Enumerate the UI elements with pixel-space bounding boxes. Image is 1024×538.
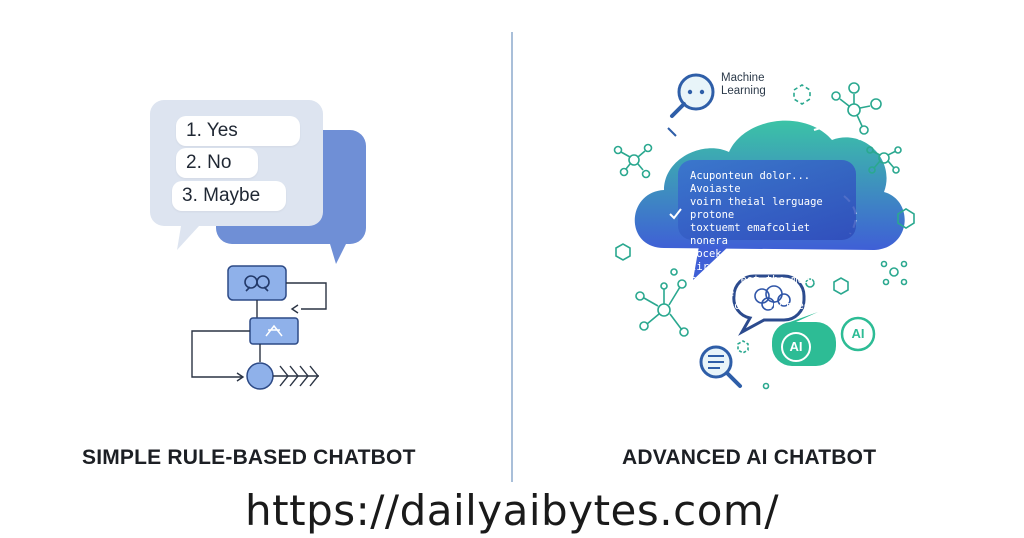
network-node-icons [613,82,908,337]
hexagon-icons [615,84,915,390]
option-no-pill: 2. No [176,148,258,178]
machine-learning-label: Machine Learning [721,72,766,97]
option-yes-pill: 1. Yes [176,116,300,146]
process-icon [265,324,283,337]
brain-speech-bubble [732,274,806,336]
ai-outline-badge [840,316,876,352]
checkmark-icon [669,208,682,220]
advanced-ai-panel: Machine Learning Acuponteun dolor... Avo… [514,0,1024,538]
bot-magnifier-icon [677,73,715,111]
flow-end-node [246,362,274,390]
flow-branch-arrows [273,365,319,387]
cloud-text-panel [678,160,856,240]
option-maybe-label: 3. Maybe [182,185,261,206]
option-yes-label: 1. Yes [186,120,238,141]
option-no-label: 2. No [186,152,232,173]
rule-based-caption: SIMPLE RULE-BASED CHATBOT [82,446,416,469]
ai-speech-bubble [771,312,836,366]
cloud-text: Acuponteun dolor... Avoiaste voirn theia… [690,170,823,325]
cloud-tail [693,246,729,280]
flow-loop-arrow [286,282,327,310]
brain-icon [754,285,791,311]
rule-based-panel: 1. Yes 2. No 3. Maybe SIMPLE RULE-BASED … [0,0,510,538]
flow-box-middle [249,317,299,345]
ai-badge-green-label: AI [789,339,803,354]
ai-badge-outline-label: AI [851,326,865,341]
ai-illustration [613,73,915,390]
option-maybe-pill: 3. Maybe [172,181,286,211]
center-divider [511,32,513,482]
advanced-ai-caption: ADVANCED AI CHATBOT [622,446,877,469]
website-url: https://dailyaibytes.com/ [245,486,779,535]
